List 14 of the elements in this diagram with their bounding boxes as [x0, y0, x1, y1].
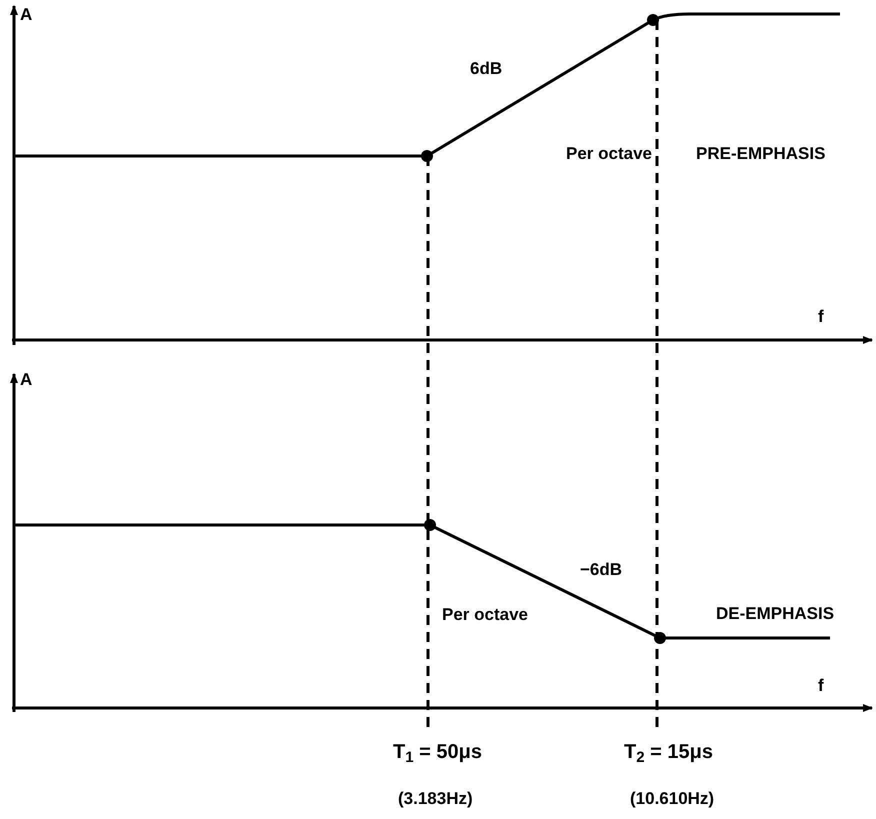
slope-label: 6dB: [470, 60, 502, 77]
axis-label: f: [818, 677, 824, 694]
slope-label: Per octave: [566, 145, 652, 162]
time-constant-label: T$_{2}$ = 15μs: [624, 742, 713, 762]
frequency-label: (10.610Hz): [630, 790, 714, 807]
axis-label: f: [818, 308, 824, 325]
curve-label: DE-EMPHASIS: [716, 605, 834, 622]
curve-label: PRE-EMPHASIS: [696, 145, 826, 162]
axis-label: A: [20, 371, 32, 388]
slope-label: −6dB: [580, 561, 622, 578]
axis-label: A: [20, 6, 32, 23]
time-constant-label: T$_{1}$ = 50μs: [393, 742, 482, 762]
frequency-label: (3.183Hz): [398, 790, 473, 807]
slope-label: Per octave: [442, 606, 528, 623]
